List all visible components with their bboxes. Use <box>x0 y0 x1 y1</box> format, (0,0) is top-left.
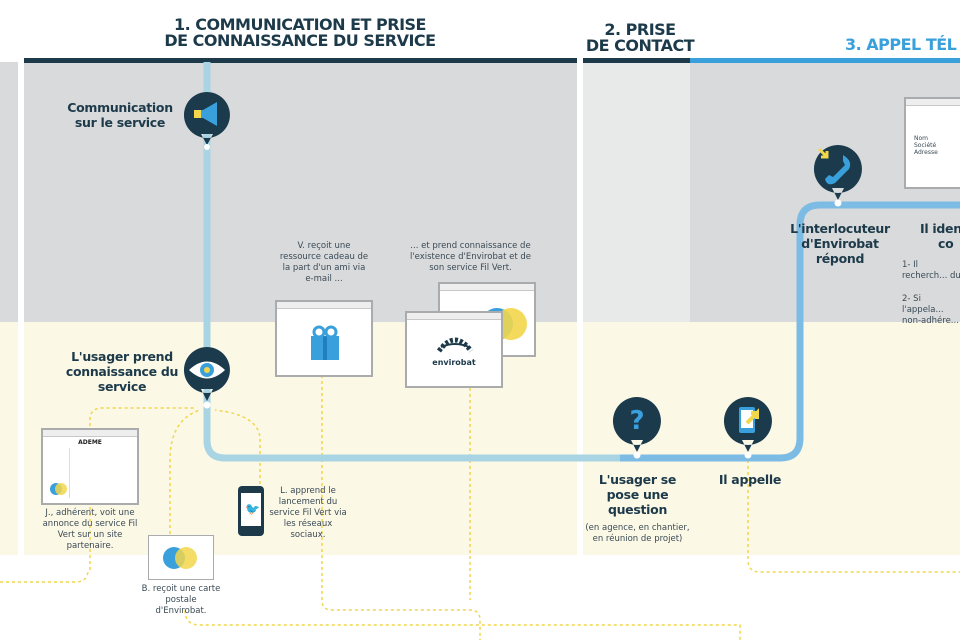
question-icon: ? <box>612 397 661 459</box>
speech-bubbles-icon <box>50 483 67 495</box>
pin-question[interactable]: ? <box>612 395 662 459</box>
touchpoint-postcard-text: B. reçoit une carte postale d'Envirobat. <box>141 584 221 616</box>
touchpoint-site-text: J., adhérent, voit une annonce du servic… <box>42 508 138 551</box>
envirobat-logo <box>436 337 474 353</box>
step-usager-question: L'usager se pose une question <box>598 472 677 517</box>
section3-bar <box>690 58 960 63</box>
mobile-phone-icon <box>723 397 772 459</box>
section2-title: 2. PRISE DE CONTACT <box>570 22 710 54</box>
divider <box>577 62 583 555</box>
step-identifie-note2: 2- Si l'appela... non-adhére... ticket «… <box>902 294 959 326</box>
gift-icon <box>311 325 339 360</box>
form-field-adresse: Adresse <box>914 149 938 156</box>
step-identifie-line2: co <box>938 236 954 251</box>
section1-bg <box>24 62 577 322</box>
step-appelle: Il appelle <box>718 472 782 487</box>
form-field-societe: Société <box>914 142 937 149</box>
section1-title-line1: 1. COMMUNICATION ET PRISE <box>174 15 426 34</box>
main-path <box>203 62 620 462</box>
step-usager-question-note: (en agence, en chantier, en réunion de p… <box>585 523 690 544</box>
main-path-blue <box>620 201 960 462</box>
left-column-bg <box>0 62 18 322</box>
connector-email <box>321 375 481 640</box>
postcard <box>148 535 214 580</box>
form-field-nom: Nom <box>914 135 929 142</box>
pin-answer[interactable] <box>813 143 863 207</box>
divider-left <box>18 62 24 555</box>
contact-form-window: Nom Société Adresse <box>904 97 960 189</box>
section2-title-line1: 2. PRISE <box>604 20 676 39</box>
partner-site-logo: ADEME <box>78 439 102 446</box>
connector-card <box>169 409 201 540</box>
megaphone-icon <box>183 92 230 150</box>
smartphone: 🐦 <box>238 486 264 536</box>
step-identifie: Il iden co <box>920 221 960 251</box>
connector-site <box>89 407 195 570</box>
twitter-icon: 🐦 <box>245 502 260 516</box>
touchpoint-social-text: L. apprend le lancement du service Fil V… <box>269 486 347 540</box>
smartphone-screen: 🐦 <box>241 493 261 526</box>
step-usager-prend: L'usager prend connaissance du service <box>65 349 179 394</box>
email-window <box>275 300 373 377</box>
envirobat-front-window: envirobat <box>405 311 503 388</box>
touchpoint-email-text: V. reçoit une ressource cadeau de la par… <box>279 241 369 284</box>
section3-title: 3. APPEL TÉL <box>845 35 957 54</box>
step-identifie-note1: 1- Il recherch... du contact : <box>902 260 960 281</box>
site-sidebar <box>45 448 70 498</box>
pin-eye[interactable] <box>183 345 231 409</box>
section1-title-line2: DE CONNAISSANCE DU SERVICE <box>164 31 436 50</box>
dashed-connectors <box>0 375 960 640</box>
step-interlocuteur: L'interlocuteur d'Envirobat répond <box>790 221 890 266</box>
touchpoint-envirobat-text: ... et prend connaissance de l'existence… <box>409 241 532 273</box>
envirobat-logo-text: envirobat <box>432 358 476 367</box>
connector-social <box>214 409 261 490</box>
section2-bg <box>583 62 690 322</box>
phone-call-icon <box>813 145 862 207</box>
partner-site-window: ADEME <box>41 428 139 505</box>
section1-bar <box>24 58 577 63</box>
step-communication: Communication sur le service <box>67 100 173 130</box>
connector-bottom <box>184 609 741 640</box>
pin-call[interactable] <box>723 395 773 459</box>
svg-text:?: ? <box>629 406 644 436</box>
step-identifie-line1: Il iden <box>920 221 960 236</box>
connector-call <box>747 460 960 573</box>
section2-bar <box>583 58 690 63</box>
section2-title-line2: DE CONTACT <box>585 36 695 55</box>
section1-title: 1. COMMUNICATION ET PRISE DE CONNAISSANC… <box>120 17 480 49</box>
eye-icon <box>183 347 230 409</box>
pin-megaphone[interactable] <box>183 90 231 150</box>
speech-bubbles-icon <box>163 547 197 569</box>
connector-question <box>0 569 89 583</box>
